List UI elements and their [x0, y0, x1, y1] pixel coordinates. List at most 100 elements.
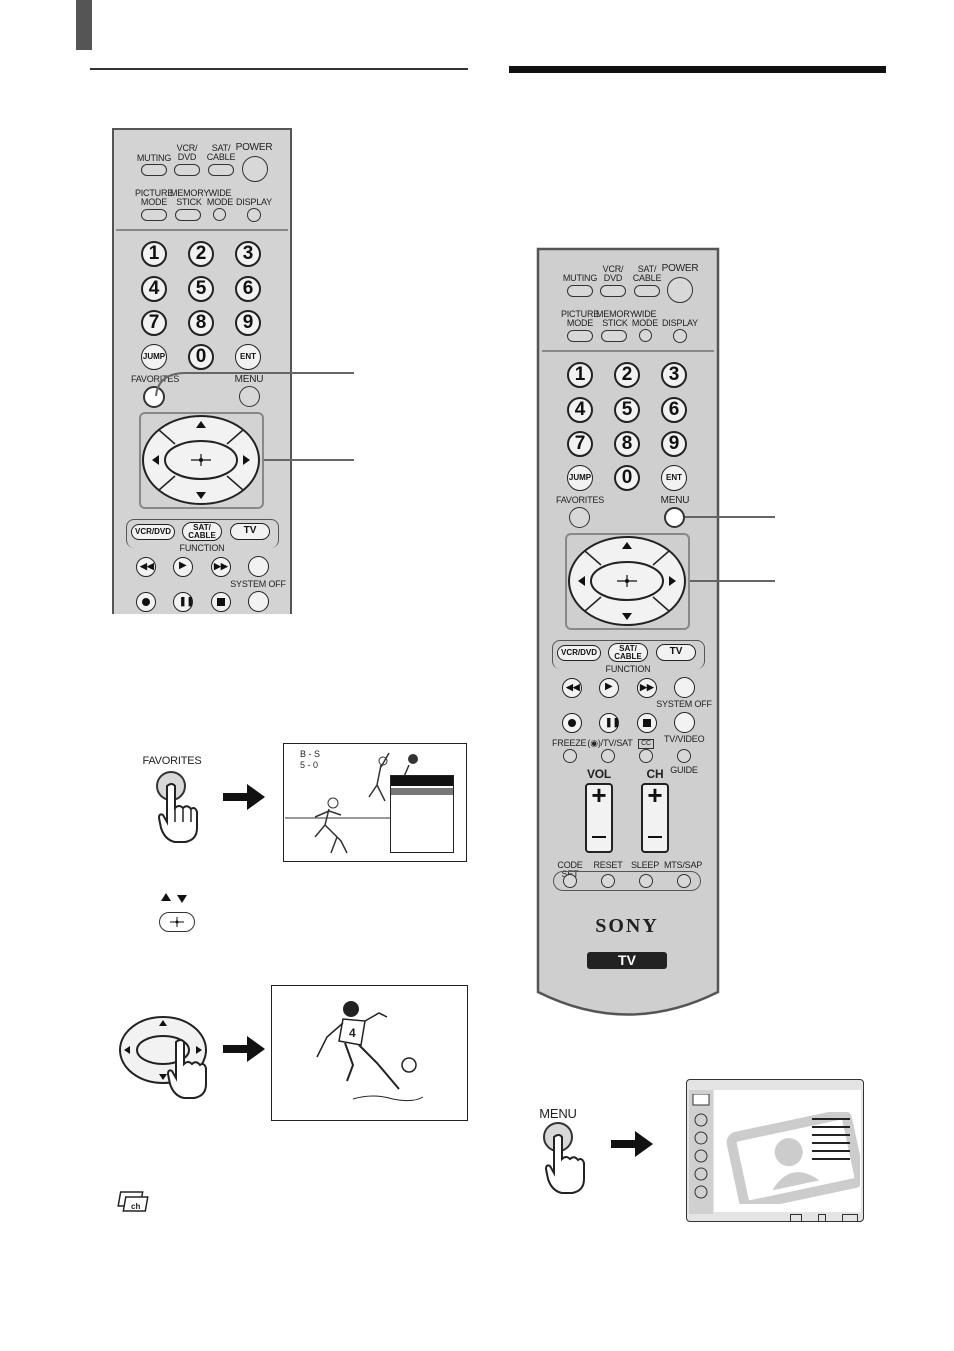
- system-off-button[interactable]: [674, 712, 695, 733]
- memory-stick-button[interactable]: [601, 330, 627, 342]
- digit-7-button[interactable]: 7: [567, 431, 593, 457]
- display-button[interactable]: [673, 329, 687, 343]
- power-button[interactable]: [667, 277, 693, 303]
- digit-1-button[interactable]: 1: [141, 241, 167, 267]
- svg-text:ch: ch: [131, 1202, 140, 1211]
- wide-mode-label: WIDE MODE: [206, 188, 234, 207]
- menu-button[interactable]: [664, 507, 685, 528]
- digit-2-button[interactable]: 2: [614, 362, 640, 388]
- sat-cable-button[interactable]: [208, 164, 234, 176]
- vol-rocker[interactable]: [585, 783, 613, 853]
- rewind-button[interactable]: [562, 678, 582, 698]
- func-sat-cable-button[interactable]: SAT/ CABLE: [182, 522, 222, 541]
- ch-rocker[interactable]: [641, 783, 669, 853]
- power-button[interactable]: [242, 156, 268, 182]
- pause-icon: ❚❚: [179, 596, 195, 606]
- tv-video-button[interactable]: [677, 749, 691, 763]
- digit-7-button[interactable]: 7: [141, 310, 167, 336]
- wide-mode-button[interactable]: [213, 208, 226, 221]
- fast-forward-button[interactable]: [637, 678, 657, 698]
- memory-stick-button[interactable]: [175, 209, 201, 221]
- digit-3-button[interactable]: 3: [235, 241, 261, 267]
- picture-mode-button[interactable]: [567, 330, 593, 342]
- code-set-button[interactable]: [563, 874, 577, 888]
- digit-4-button[interactable]: 4: [141, 276, 167, 302]
- vcr-dvd-button[interactable]: [600, 285, 626, 297]
- menu-button[interactable]: [239, 386, 260, 407]
- system-off-label: SYSTEM OFF: [656, 699, 712, 709]
- func-sat-cable-button[interactable]: SAT/ CABLE: [608, 643, 648, 662]
- stop-icon: [217, 598, 225, 606]
- sony-logo: SONY: [595, 915, 659, 937]
- display-button[interactable]: [247, 208, 261, 222]
- mts-sap-button[interactable]: [677, 874, 691, 888]
- wide-mode-button[interactable]: [639, 329, 652, 342]
- play-icon: ▶: [179, 560, 187, 571]
- favorites-step-button[interactable]: [156, 771, 186, 801]
- func-tv-button[interactable]: TV: [656, 644, 696, 661]
- reset-button[interactable]: [601, 874, 615, 888]
- favorites-callout-curve: [155, 372, 187, 397]
- picture-mode-button[interactable]: [141, 209, 167, 221]
- freeze-button[interactable]: [563, 749, 577, 763]
- digit-1-button[interactable]: 1: [567, 362, 593, 388]
- muting-button[interactable]: [141, 164, 167, 176]
- dpad[interactable]: [141, 414, 262, 507]
- digit-0-button[interactable]: 0: [614, 465, 640, 491]
- digit-8-button[interactable]: 8: [614, 431, 640, 457]
- digit-5-button[interactable]: 5: [614, 397, 640, 423]
- menu-callout-line: [685, 516, 775, 518]
- menu-label: MENU: [234, 374, 264, 385]
- favorites-button[interactable]: [143, 386, 165, 408]
- memory-stick-label: MEMORY STICK: [596, 309, 636, 328]
- blank-button[interactable]: [674, 677, 695, 698]
- ent-button[interactable]: ENT: [235, 344, 261, 370]
- favorites-menu-panel: [390, 775, 454, 853]
- ch-label: CH: [646, 767, 664, 781]
- digit-9-button[interactable]: 9: [661, 431, 687, 457]
- menu-label: MENU: [660, 495, 690, 506]
- favorites-callout-line: [186, 372, 354, 374]
- menu-step-label: MENU: [539, 1106, 577, 1121]
- blank-button[interactable]: [248, 556, 269, 577]
- digit-6-button[interactable]: 6: [235, 276, 261, 302]
- sleep-button[interactable]: [639, 874, 653, 888]
- fast-forward-icon: ▶▶: [640, 682, 654, 692]
- play-button[interactable]: [599, 678, 619, 698]
- muting-button[interactable]: [567, 285, 593, 297]
- favorites-button[interactable]: [569, 507, 590, 528]
- digit-0-button[interactable]: 0: [188, 344, 214, 370]
- dpad-frame: [139, 412, 264, 509]
- digit-6-button[interactable]: 6: [661, 397, 687, 423]
- play-button[interactable]: [173, 557, 193, 577]
- digit-9-button[interactable]: 9: [235, 310, 261, 336]
- picture-mode-label: PICTURE MODE: [560, 309, 600, 328]
- system-off-button[interactable]: [248, 591, 269, 612]
- pressing-hand-icon: [157, 783, 198, 843]
- ent-button[interactable]: ENT: [661, 465, 687, 491]
- pause-button[interactable]: [173, 592, 193, 612]
- fast-forward-icon: ▶▶: [214, 561, 228, 571]
- jump-button[interactable]: JUMP: [567, 465, 593, 491]
- digit-3-button[interactable]: 3: [661, 362, 687, 388]
- sat-cable-button[interactable]: [634, 285, 660, 297]
- func-vcr-dvd-button[interactable]: VCR/DVD: [131, 524, 175, 540]
- channel-icon: ch: [117, 1191, 149, 1212]
- jump-button[interactable]: JUMP: [141, 344, 167, 370]
- rewind-button[interactable]: [136, 557, 156, 577]
- cc-button[interactable]: [639, 749, 653, 763]
- vcr-dvd-button[interactable]: [174, 164, 200, 176]
- digit-2-button[interactable]: 2: [188, 241, 214, 267]
- func-vcr-dvd-button[interactable]: VCR/DVD: [557, 645, 601, 661]
- digit-5-button[interactable]: 5: [188, 276, 214, 302]
- cc-label: CC: [638, 739, 654, 749]
- tv-sat-button[interactable]: [601, 749, 615, 763]
- func-tv-button[interactable]: TV: [230, 523, 270, 540]
- freeze-label: FREEZE: [552, 738, 587, 748]
- dpad[interactable]: [567, 535, 688, 628]
- dpad-callout-line: [690, 580, 775, 582]
- pause-button[interactable]: [599, 713, 619, 733]
- digit-4-button[interactable]: 4: [567, 397, 593, 423]
- fast-forward-button[interactable]: [211, 557, 231, 577]
- digit-8-button[interactable]: 8: [188, 310, 214, 336]
